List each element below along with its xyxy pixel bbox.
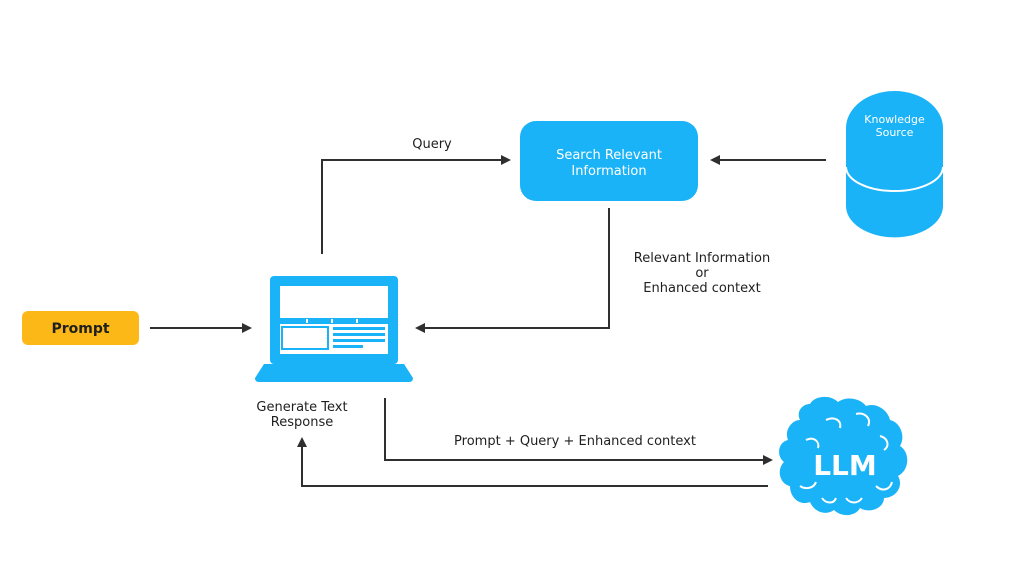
relevant-info-arrowhead: [415, 323, 425, 333]
flow-lines: [150, 155, 826, 487]
knowledge-label-line2: Source: [876, 126, 914, 139]
relevant-info-label-line1: Relevant Information: [634, 251, 770, 266]
query-arrow: [321, 159, 503, 254]
brain-icon: [779, 396, 908, 516]
prompt-to-laptop-arrowhead: [242, 323, 252, 333]
knowledge-source-node: Knowledge Source: [845, 91, 944, 238]
search-node: Search Relevant Information: [520, 121, 698, 201]
prompt-label: Prompt: [51, 321, 109, 337]
llm-label: LLM: [813, 449, 877, 482]
combined-label: Prompt + Query + Enhanced context: [454, 434, 696, 449]
knowledge-label-line1: Knowledge: [864, 113, 925, 126]
combined-arrow: [384, 398, 764, 461]
prompt-box: [22, 311, 139, 345]
relevant-info-label-line2: or: [695, 266, 709, 281]
query-label: Query: [412, 137, 452, 152]
relevant-info-arrow: [423, 208, 610, 329]
query-arrowhead: [501, 155, 511, 165]
laptop-node: Generate Text Response: [255, 276, 413, 430]
edge-labels: Query Relevant Information or Enhanced c…: [412, 137, 770, 449]
relevant-info-label-line3: Enhanced context: [643, 281, 760, 296]
laptop-icon: [255, 276, 413, 382]
llm-response-arrow: [301, 446, 768, 487]
search-box: [520, 121, 698, 201]
combined-arrowhead: [763, 455, 773, 465]
llm-node: LLM: [779, 396, 908, 516]
prompt-node: Prompt: [22, 311, 139, 345]
search-label-line1: Search Relevant: [556, 148, 662, 163]
database-icon: [845, 91, 944, 238]
llm-response-arrowhead: [297, 437, 307, 447]
search-label-line2: Information: [571, 164, 646, 179]
knowledge-to-search-arrowhead: [710, 155, 720, 165]
laptop-caption-line1: Generate Text: [256, 400, 347, 415]
laptop-caption-line2: Response: [271, 415, 333, 430]
